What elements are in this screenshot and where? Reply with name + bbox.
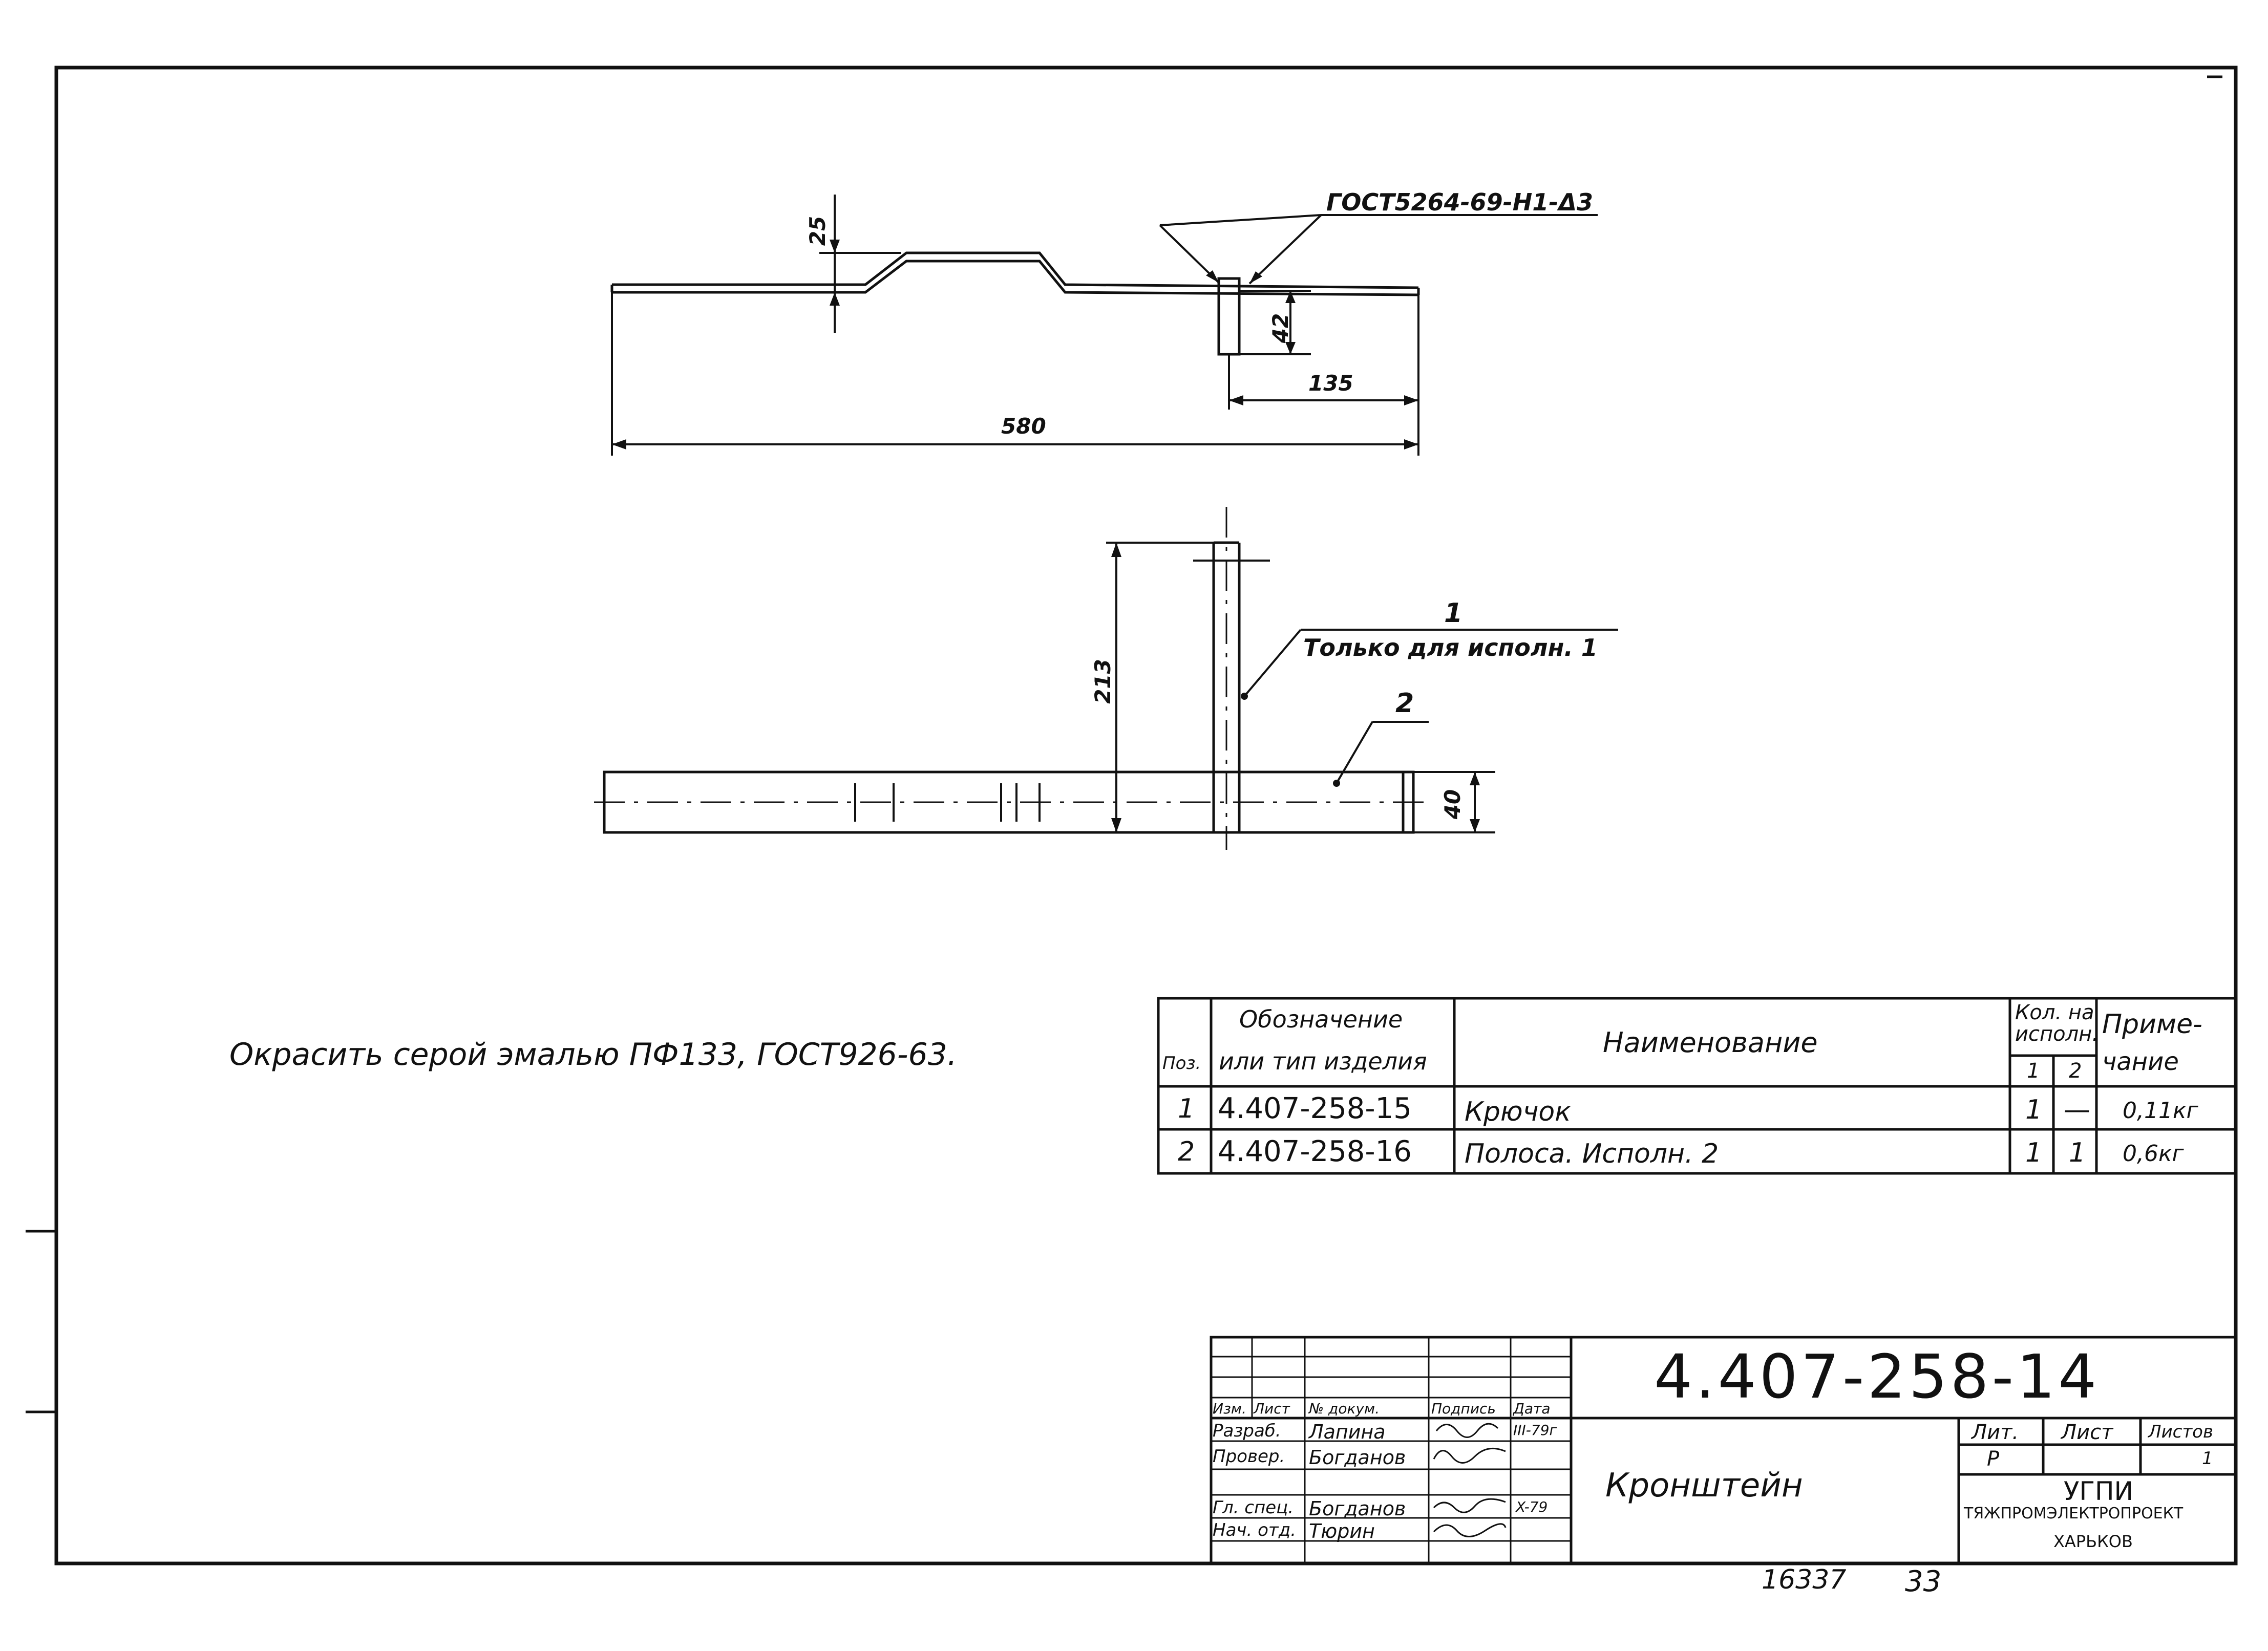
name-dept-head: Тюрин [1309, 1520, 1375, 1542]
part-name: Кронштейн [1605, 1467, 1803, 1505]
title-block-grid [1210, 1336, 2237, 1565]
callout-1-number: 1 [1444, 598, 1463, 629]
date-developer: III-79г [1513, 1422, 1557, 1439]
dim-25-lines [819, 195, 901, 333]
name-chief-spec: Богданов [1309, 1497, 1406, 1520]
weld-symbol-label: ГОСТ5264-69-Н1-Δ3 [1326, 188, 1593, 216]
sheets-label: Листов [2148, 1422, 2214, 1442]
page-number: 33 [1905, 1565, 1942, 1598]
row-1-designation: 4.407-258-15 [1218, 1092, 1412, 1125]
callout-2-number: 2 [1395, 688, 1414, 719]
dim-25-label: 25 [805, 216, 831, 246]
dim-213-label: 213 [1090, 659, 1115, 704]
spec-header-qty-1: Кол. на [2015, 1001, 2094, 1024]
org-city: ХАРЬКОВ [2053, 1532, 2133, 1551]
dim-580-label: 580 [1001, 414, 1046, 439]
callout-leaders [1243, 629, 1618, 784]
spec-header-qty-col1: 1 [2027, 1059, 2040, 1083]
sheet-label: Лист [2061, 1421, 2113, 1444]
spec-header-qty-col2: 2 [2069, 1059, 2082, 1083]
callout-1-text: Только для исполн. 1 [1303, 634, 1598, 661]
dim-40-label: 40 [1440, 789, 1466, 820]
strip-plan-view [603, 541, 1415, 834]
doc-number: 4.407-258-14 [1654, 1341, 2100, 1412]
col-header-sheet: Лист [1254, 1400, 1290, 1417]
dim-135-label: 135 [1308, 371, 1353, 396]
role-checker: Провер. [1213, 1446, 1285, 1467]
role-chief-spec: Гл. спец. [1213, 1497, 1294, 1518]
org-institute: ТЯЖПРОМЭЛЕКТРОПРОЕКТ [1964, 1505, 2184, 1523]
row-1-name: Крючок [1465, 1097, 1571, 1127]
row-1-q2: — [2064, 1095, 2090, 1125]
spec-header-designation-1: Обозначение [1239, 1005, 1403, 1033]
spec-header-note-2: чание [2102, 1047, 2179, 1076]
archive-stamp: 16337 [1762, 1564, 1847, 1595]
col-header-doc: № докум. [1309, 1400, 1380, 1417]
row-2-pos: 2 [1178, 1137, 1195, 1167]
row-2-q1: 1 [2025, 1138, 2043, 1168]
col-header-signature: Подпись [1431, 1400, 1496, 1417]
spec-header-pos: Поз. [1162, 1053, 1201, 1074]
name-checker: Богданов [1309, 1446, 1406, 1469]
row-2-note: 0,6кг [2123, 1141, 2184, 1167]
paint-note: Окрасить серой эмалью ПФ133, ГОСТ926-63. [229, 1037, 957, 1073]
col-header-date: Дата [1513, 1400, 1551, 1417]
row-1-pos: 1 [1178, 1093, 1195, 1124]
role-developer: Разраб. [1213, 1421, 1281, 1441]
row-2-q2: 1 [2069, 1138, 2086, 1168]
dim-42-label: 42 [1268, 313, 1294, 344]
name-developer: Лапина [1309, 1421, 1386, 1443]
role-dept-head: Нач. отд. [1213, 1520, 1297, 1540]
row-2-name: Полоса. Исполн. 2 [1465, 1139, 1719, 1169]
sheets-value: 1 [2202, 1448, 2213, 1469]
signatures [1433, 1423, 1507, 1537]
row-2-designation: 4.407-258-16 [1218, 1135, 1412, 1168]
weld-leader [1159, 214, 1598, 285]
plan-centerlines [594, 507, 1424, 850]
spec-table-grid [1157, 997, 2237, 1175]
row-1-q1: 1 [2025, 1095, 2043, 1125]
org-name: УГПИ [2064, 1476, 2133, 1506]
lit-label: Лит. [1972, 1421, 2019, 1444]
hole-marks [854, 560, 1270, 822]
spec-header-note-1: Приме- [2102, 1009, 2202, 1040]
spec-header-name: Наименование [1603, 1026, 1818, 1059]
row-1-note: 0,11кг [2123, 1098, 2198, 1124]
dim-213-lines [1106, 542, 1214, 833]
strip-side-view [610, 251, 1420, 356]
col-header-change: Изм. [1213, 1400, 1246, 1417]
date-chief-spec: X-79 [1516, 1498, 1548, 1515]
spec-header-designation-2: или тип изделия [1219, 1047, 1427, 1075]
dim-580-lines [611, 292, 1419, 456]
lit-value: Р [1987, 1447, 2000, 1471]
sheet-frame [54, 66, 2238, 1566]
title-block-left-grid [1211, 1337, 1571, 1563]
spec-header-qty-2: исполн. [2015, 1022, 2099, 1046]
